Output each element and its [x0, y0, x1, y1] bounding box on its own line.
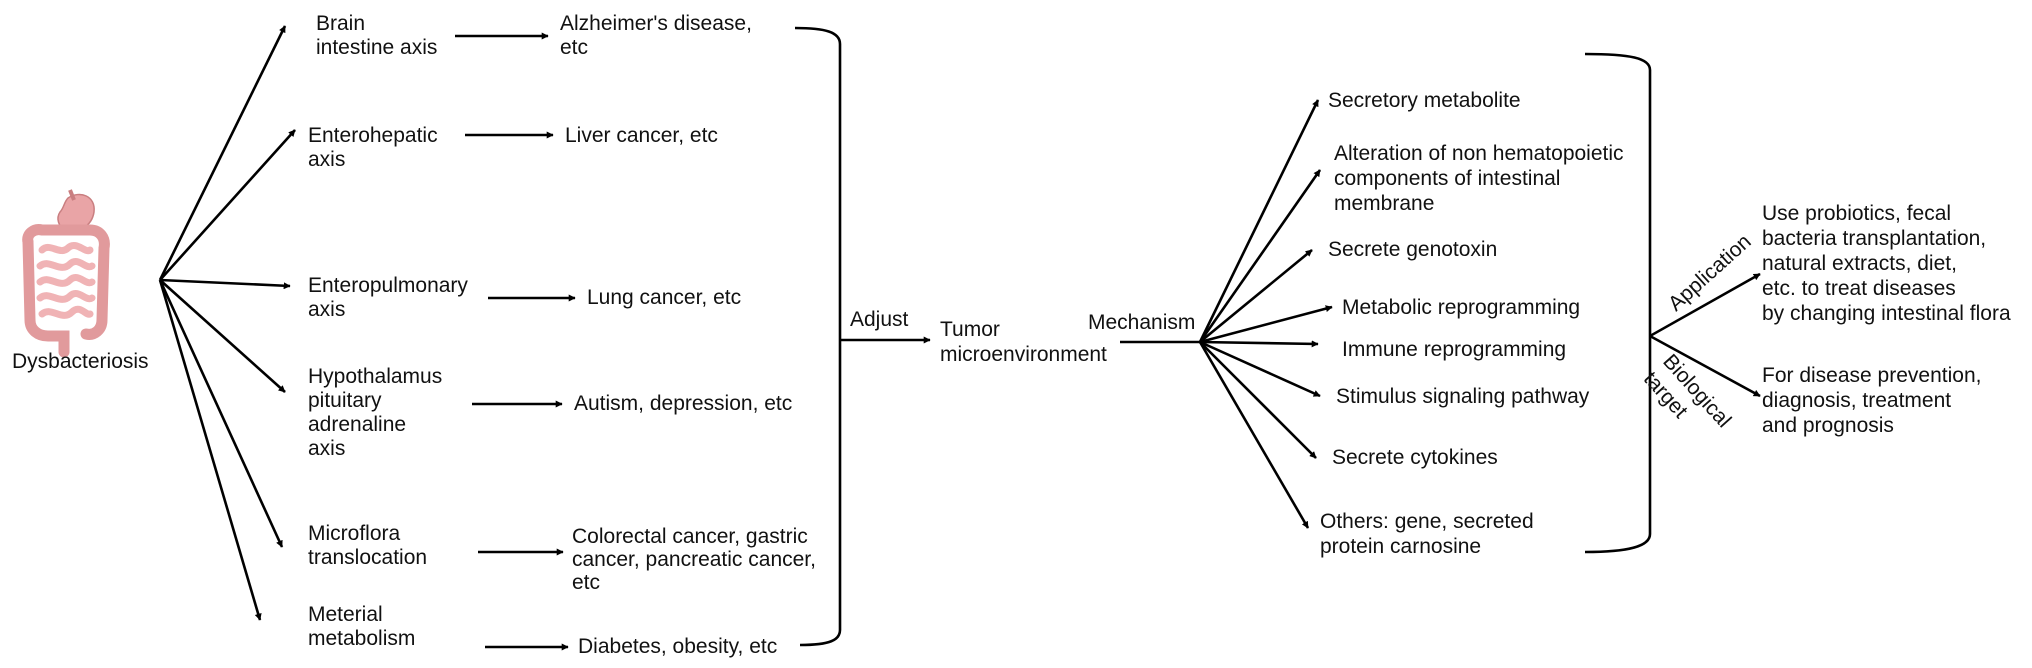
disease-colorectal-gastric-pancreatic: Colorectal cancer, gastric cancer, pancr… [572, 525, 822, 594]
mechanism-stimulus-signaling: Stimulus signaling pathway [1336, 385, 1590, 408]
disease-arrows [455, 32, 576, 651]
mechanism-secretory-metabolite: Secretory metabolite [1328, 89, 1521, 112]
arrow-to-non-hematopoietic-alteration [1198, 169, 1322, 343]
arrow-to-metabolic-reprogramming [1199, 305, 1333, 344]
axis-material-metabolism: Meterial metabolism [308, 603, 415, 650]
source-node: Dysbacteriosis [12, 189, 149, 373]
arrow-to-material-metabolism [158, 279, 262, 621]
source-arrows [158, 25, 296, 621]
mechanism-secrete-genotoxin: Secrete genotoxin [1328, 238, 1497, 261]
biological-target-label: Biological target [1639, 350, 1739, 454]
outcome-biological-target: For disease prevention, diagnosis, treat… [1762, 364, 1987, 437]
tumor-microenvironment: Tumor microenvironment [940, 318, 1107, 366]
arrow-to-brain-axis [158, 25, 287, 281]
axis-microflora-translocation: Microflora translocation [308, 522, 427, 569]
left-bracket [794, 26, 842, 647]
disease-alzheimers: Alzheimer's disease, etc [560, 12, 758, 59]
arrow-to-immune-reprogramming [1199, 340, 1319, 348]
disease-autism-depression: Autism, depression, etc [574, 392, 792, 415]
mechanism-label: Mechanism [1088, 311, 1195, 334]
mechanism-others: Others: gene, secreted protein carnosine [1320, 510, 1539, 558]
outcome-application: Use probiotics, fecal bacteria transplan… [1762, 202, 2011, 325]
disease-diabetes-obesity: Diabetes, obesity, etc [578, 635, 777, 658]
arrow-to-secrete-cytokines [1199, 341, 1317, 459]
arrow-to-stimulus-signaling [1199, 340, 1321, 398]
mechanism-secrete-cytokines: Secrete cytokines [1332, 446, 1498, 469]
axis-enterohepatic: Enterohepatic axis [308, 124, 443, 171]
adjust-label: Adjust [850, 308, 909, 331]
arrow-to-secrete-genotoxin [1199, 248, 1313, 344]
axis-enteropulmonary: Enteropulmonary axis [308, 274, 474, 321]
arrow-to-hpa-axis [159, 279, 286, 393]
intestine-icon [22, 189, 110, 358]
arrow-to-others [1198, 341, 1310, 529]
mechanism-non-hematopoietic-alteration: Alteration of non hematopoietic componen… [1334, 142, 1629, 215]
axis-hypothalamus-pituitary-adrenaline: Hypothalamus pituitary adrenaline axis [308, 365, 448, 460]
application-arrow [1649, 272, 1761, 338]
mechanism-metabolic-reprogramming: Metabolic reprogramming [1342, 296, 1580, 319]
mechanism-arrows [1198, 99, 1333, 529]
right-bracket [1584, 52, 1652, 554]
biological-target-arrow [1649, 334, 1761, 398]
arrow-to-enterohepatic-axis [159, 129, 296, 281]
disease-lung-cancer: Lung cancer, etc [587, 286, 741, 309]
arrow-to-enteropulmonary-axis [159, 278, 291, 290]
disease-liver-cancer: Liver cancer, etc [565, 124, 718, 147]
mechanism-immune-reprogramming: Immune reprogramming [1342, 338, 1566, 361]
source-label: Dysbacteriosis [12, 350, 149, 373]
arrow-to-secretory-metabolite [1198, 99, 1320, 343]
arrow-to-microflora-translocation [158, 279, 284, 548]
axis-brain-intestine: Brain intestine axis [316, 12, 437, 59]
